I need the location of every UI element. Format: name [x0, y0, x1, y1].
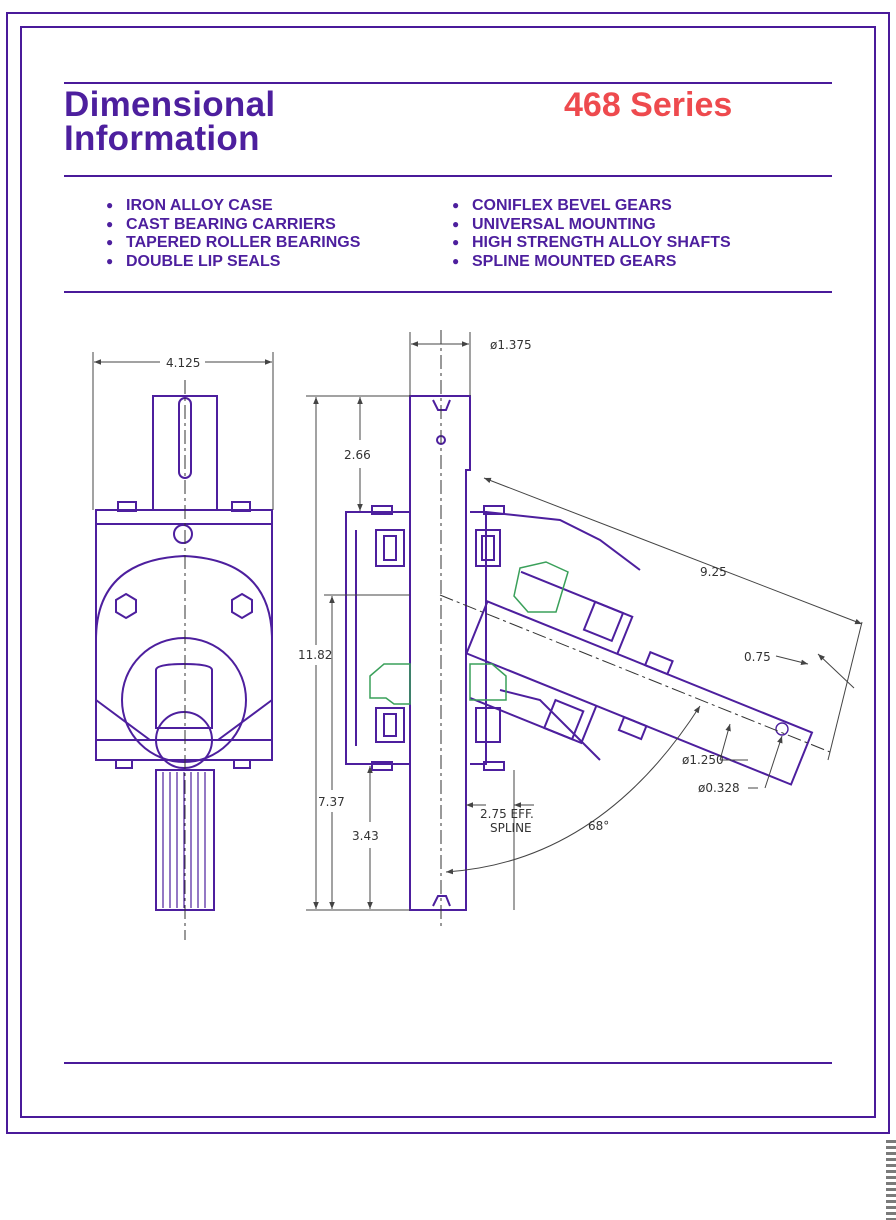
bullet-icon: ●: [106, 253, 114, 268]
dim-arm-diameter: ø1.250: [682, 753, 724, 767]
bullet-icon: ●: [452, 216, 460, 231]
bullet-icon: ●: [106, 198, 114, 212]
page-title-line1: Dimensional: [64, 85, 276, 124]
inner-frame: [20, 26, 876, 1118]
arm-bearing: [542, 698, 585, 741]
hex-bolt-right: [231, 592, 253, 620]
dim-lower-height: 7.37: [318, 795, 345, 809]
arm-seal: [643, 650, 674, 676]
side-dimensions: [306, 332, 863, 911]
bullet-icon: ●: [452, 235, 460, 249]
dim-shaft-diameter: ø1.375: [490, 338, 532, 352]
dim-spline-line2: SPLINE: [490, 821, 532, 835]
header-bottom-rule: [64, 175, 832, 177]
housing-top-flange: [95, 509, 273, 525]
dim-offset-top: 2.66: [344, 448, 371, 462]
bolt-head: [233, 759, 251, 769]
features-list-left: ●IRON ALLOY CASE ●CAST BEARING CARRIERS …: [106, 196, 360, 270]
center-hole-bottom: [432, 895, 451, 907]
header-top-rule: [64, 82, 832, 84]
dim-angle: 68°: [588, 819, 609, 833]
arm-centerline: [439, 594, 831, 753]
gear-left: [369, 663, 411, 705]
arm-shaft: [465, 600, 814, 786]
dim-hole-offset: 0.75: [744, 650, 771, 664]
housing-rib: [95, 699, 273, 741]
output-shaft-end: [155, 711, 213, 769]
dim-width-label: 4.125: [166, 356, 200, 370]
feature-label: CAST BEARING CARRIERS: [126, 215, 336, 233]
feature-item: ● SPLINE MOUNTED GEARS: [452, 252, 731, 271]
bullet-icon: ●: [106, 235, 114, 249]
outer-frame: [6, 12, 890, 1134]
feature-label: SPLINE MOUNTED GEARS: [472, 252, 677, 270]
bottom-bearing-right: [475, 707, 501, 743]
feature-item: ● CONIFLEX BEVEL GEARS: [452, 196, 731, 215]
arm-bearing: [582, 600, 625, 643]
bolt-head: [371, 505, 393, 515]
bullet-icon: ●: [452, 253, 460, 268]
dim-arm-length: 9.25: [700, 565, 727, 579]
width-dimension: [92, 352, 274, 510]
bullet-icon: ●: [452, 198, 460, 212]
feature-label: TAPERED ROLLER BEARINGS: [126, 234, 361, 251]
feature-label: UNIVERSAL MOUNTING: [472, 215, 656, 233]
gear-right: [469, 663, 507, 701]
arm-housing-upper: [485, 511, 641, 571]
scan-edge: [886, 1140, 896, 1220]
bullet-icon: ●: [106, 216, 114, 231]
dim-overall-height: 11.82: [298, 648, 332, 662]
dim-hole-diameter: ø0.328: [698, 781, 740, 795]
series-title: 468 Series: [564, 86, 733, 124]
features-list-right: ● CONIFLEX BEVEL GEARS ● UNIVERSAL MOUNTIN…: [452, 196, 731, 270]
feature-item: ● IRON ALLOY CASE: [106, 196, 360, 215]
output-collar: [155, 662, 213, 729]
feature-item: ● TAPERED ROLLER BEARINGS: [106, 233, 360, 252]
feature-label: DOUBLE LIP SEALS: [126, 252, 281, 270]
housing-body: [95, 523, 273, 761]
arm-housing: [469, 570, 634, 745]
top-bearing-left: [375, 529, 405, 567]
feature-label: IRON ALLOY CASE: [126, 197, 273, 214]
hex-bolt-left: [115, 592, 137, 620]
front-view: [95, 395, 273, 911]
feature-item: ● UNIVERSAL MOUNTING: [452, 215, 731, 234]
features-bottom-rule: [64, 291, 832, 293]
page-title-line2: Information: [64, 119, 260, 158]
arm-seal: [617, 715, 648, 741]
feature-label: HIGH STRENGTH ALLOY SHAFTS: [472, 234, 731, 251]
bottom-bearing-left: [375, 707, 405, 743]
feature-item: ● CAST BEARING CARRIERS: [106, 215, 360, 234]
top-bolt: [173, 524, 193, 544]
feature-item: ● DOUBLE LIP SEALS: [106, 252, 360, 271]
bolt-head: [117, 501, 137, 512]
vertical-shaft: [409, 395, 471, 911]
housing-bottom-flange: [95, 739, 273, 761]
feature-label: CONIFLEX BEVEL GEARS: [472, 197, 672, 214]
center-hole-top: [432, 399, 451, 411]
bolt-head: [231, 501, 251, 512]
dim-spline-line1: 2.75 EFF.: [480, 807, 534, 821]
housing-dome: [95, 554, 273, 641]
dim-bottom-height: 3.43: [352, 829, 379, 843]
footer-rule: [64, 1062, 832, 1064]
output-boss: [121, 637, 247, 763]
feature-item: ● HIGH STRENGTH ALLOY SHAFTS: [452, 233, 731, 252]
page-title: Dimensional Information: [64, 85, 276, 158]
top-bearing-right: [475, 529, 501, 567]
arm-hole: [775, 722, 789, 736]
left-carrier: [345, 511, 411, 765]
spline-teeth: [162, 772, 206, 908]
bolt-head: [115, 759, 133, 769]
